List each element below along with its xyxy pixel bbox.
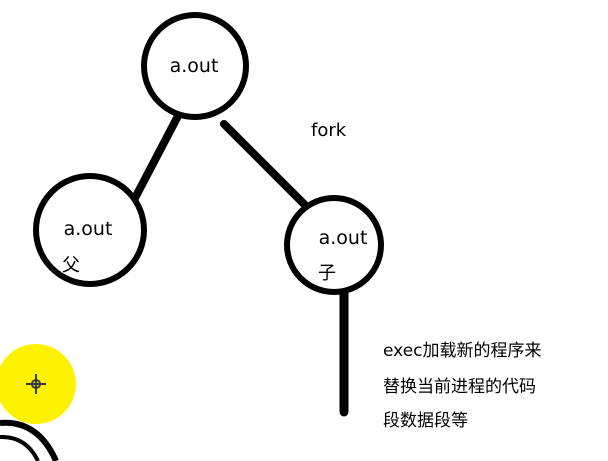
child-role-label: 子 bbox=[318, 263, 336, 284]
parent-process-node: a.out 父 bbox=[33, 173, 147, 287]
exec-note-line: 替换当前进程的代码 bbox=[383, 377, 536, 397]
parent-node-circle bbox=[33, 173, 147, 287]
parent-node-label: a.out bbox=[64, 218, 113, 240]
exec-note: exec加载新的程序来 替换当前进程的代码 段数据段等 bbox=[383, 341, 542, 431]
root-node-label: a.out bbox=[170, 55, 219, 77]
edge-root-to-parent bbox=[131, 112, 182, 202]
exec-note-line: 段数据段等 bbox=[383, 411, 468, 431]
fork-label: fork bbox=[311, 120, 347, 141]
edge-root-to-child bbox=[220, 120, 318, 218]
exec-note-line: exec加载新的程序来 bbox=[383, 341, 542, 361]
root-node-circle bbox=[141, 12, 249, 120]
child-process-node: a.out 子 bbox=[284, 195, 384, 295]
child-node-label: a.out bbox=[319, 227, 368, 249]
root-process-node: a.out bbox=[141, 12, 249, 120]
child-node-circle bbox=[284, 195, 384, 295]
partial-node-arc-inner bbox=[0, 434, 40, 461]
parent-role-label: 父 bbox=[62, 255, 80, 276]
crosshair-cursor-icon bbox=[0, 344, 76, 424]
partial-node-arc bbox=[0, 419, 59, 461]
